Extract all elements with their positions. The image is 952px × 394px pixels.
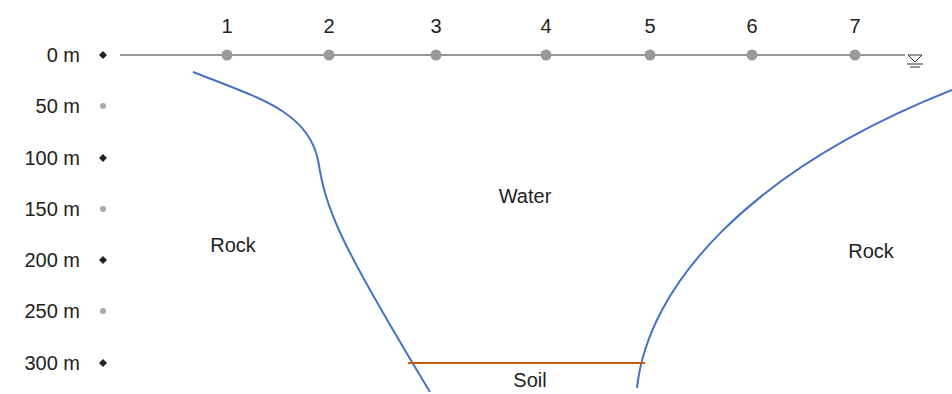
station-number: 4 <box>540 16 551 36</box>
rock-boundary-left <box>193 72 430 392</box>
rock-boundary-right <box>637 90 952 388</box>
depth-label: 0 m <box>47 45 80 65</box>
depth-label: 250 m <box>24 301 80 321</box>
station-number: 2 <box>323 16 334 36</box>
depth-label: 100 m <box>24 148 80 168</box>
depth-label: 200 m <box>24 250 80 270</box>
depth-label: 300 m <box>24 353 80 373</box>
station-number: 5 <box>644 16 655 36</box>
soil-boundary <box>408 362 645 364</box>
station-dots <box>222 50 861 61</box>
region-label: Water <box>499 186 552 206</box>
depth-ticks <box>99 51 107 367</box>
depth-label: 50 m <box>36 96 80 116</box>
region-label: Rock <box>210 235 256 255</box>
water-surface-line <box>120 54 905 55</box>
region-label: Soil <box>513 370 546 390</box>
station-number: 1 <box>221 16 232 36</box>
station-number: 7 <box>849 16 860 36</box>
station-number: 3 <box>430 16 441 36</box>
station-number: 6 <box>746 16 757 36</box>
water-level-symbol <box>907 55 923 67</box>
region-label: Rock <box>848 241 894 261</box>
depth-label: 150 m <box>24 199 80 219</box>
